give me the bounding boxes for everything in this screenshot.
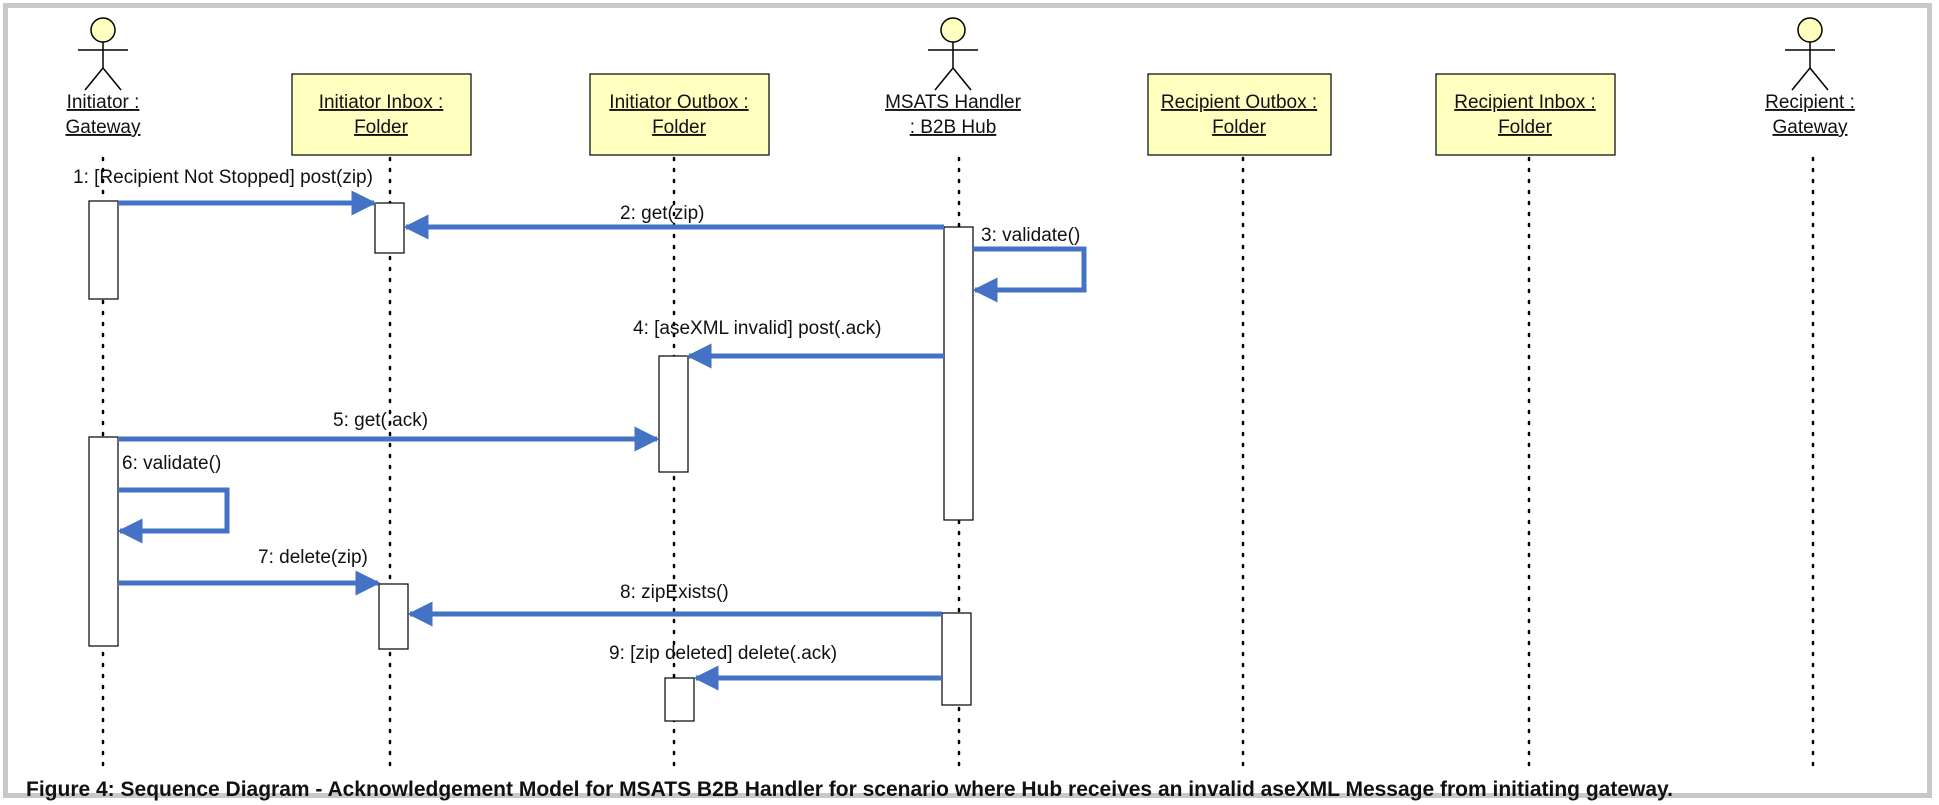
activation-initiator-1 [88, 200, 119, 300]
activation-init-inbox-1 [374, 202, 405, 254]
activations [88, 200, 974, 722]
actor-initiator: Initiator : Gateway [66, 17, 141, 138]
participant-type: : B2B Hub [910, 117, 997, 138]
activation-msats-1 [943, 226, 974, 521]
message-6-label: 6: validate() [122, 453, 221, 474]
figure-caption: Figure 4: Sequence Diagram - Acknowledge… [26, 778, 1673, 801]
message-7-label: 7: delete(zip) [258, 547, 368, 568]
participant-name: Recipient : [1765, 92, 1855, 113]
message-1-label: 1: [Recipient Not Stopped] post(zip) [73, 167, 373, 188]
object-rec-inbox: Recipient Inbox : Folder [1435, 73, 1616, 156]
participant-name: MSATS Handler [885, 92, 1022, 113]
message-labels: 1: [Recipient Not Stopped] post(zip) 2: … [73, 167, 1080, 664]
participant-type: Gateway [1773, 117, 1848, 138]
activation-initiator-2 [88, 436, 119, 647]
message-4-label: 4: [aseXML invalid] post(.ack) [633, 318, 882, 339]
object-init-inbox: Initiator Inbox : Folder [291, 73, 472, 156]
participant-type: Folder [652, 117, 707, 138]
participant-name: Recipient Inbox : [1454, 92, 1596, 113]
participant-name: Initiator : [67, 92, 140, 113]
activation-msats-2 [941, 612, 972, 706]
message-3-arrow [972, 246, 1087, 303]
message-6-arrow [117, 487, 230, 544]
object-init-outbox: Initiator Outbox : Folder [589, 73, 770, 156]
message-2-label: 2: get(zip) [620, 203, 704, 224]
participant-name: Initiator Inbox : [319, 92, 444, 113]
object-rec-outbox: Recipient Outbox : Folder [1147, 73, 1332, 156]
stick-figure-icon [78, 17, 128, 91]
message-3-label: 3: validate() [981, 225, 1080, 246]
participant-type: Folder [354, 117, 409, 138]
message-arrows [117, 190, 1087, 691]
message-5-label: 5: get(.ack) [333, 410, 428, 431]
stick-figure-icon [928, 17, 978, 91]
participant-name: Recipient Outbox : [1161, 92, 1317, 113]
activation-init-inbox-2 [378, 583, 409, 650]
actor-recipient: Recipient : Gateway [1765, 17, 1855, 138]
participant-name: Initiator Outbox : [609, 92, 748, 113]
activation-init-outbox-2 [664, 677, 695, 722]
actor-msats: MSATS Handler : B2B Hub [885, 17, 1022, 138]
activation-init-outbox-1 [658, 355, 689, 473]
participant-type: Folder [1498, 117, 1553, 138]
stick-figure-icon [1785, 17, 1835, 91]
message-9-label: 9: [zip deleted] delete(.ack) [609, 643, 837, 664]
participant-type: Gateway [66, 117, 141, 138]
participant-type: Folder [1212, 117, 1267, 138]
message-8-label: 8: zipExists() [620, 582, 729, 603]
